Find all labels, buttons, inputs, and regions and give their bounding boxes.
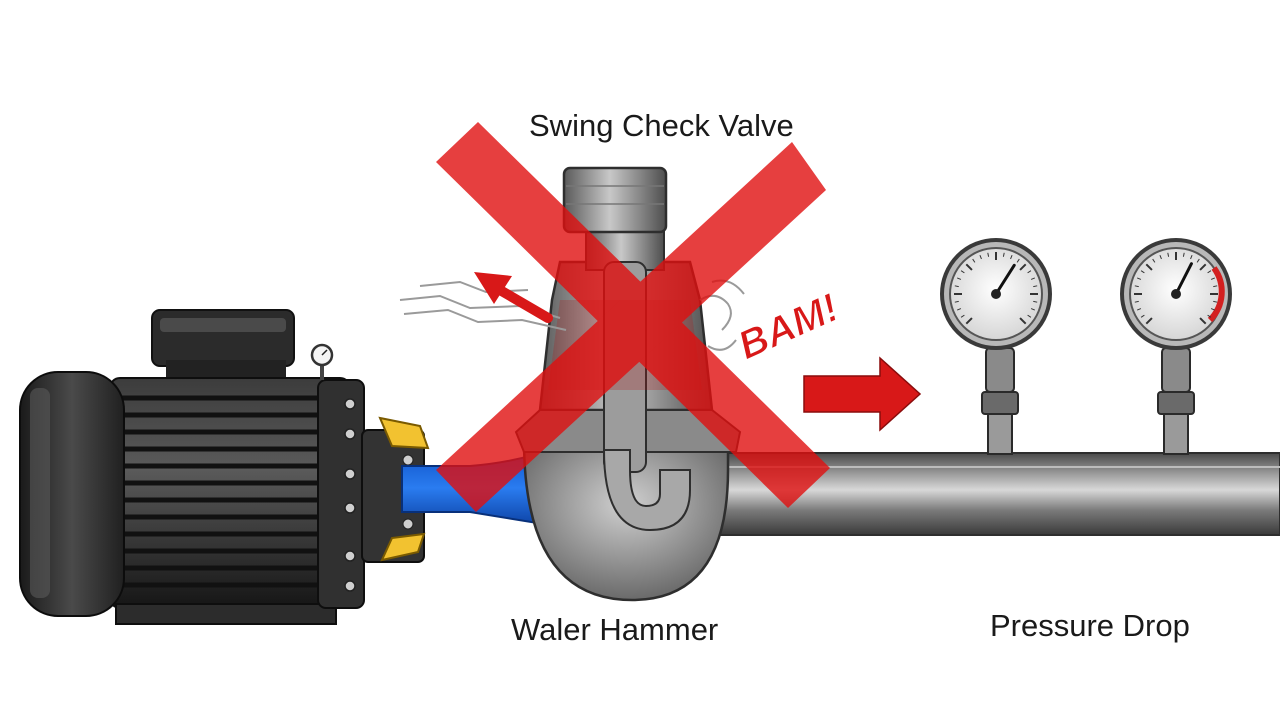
gauge-2-danger-arc [1207,266,1225,323]
gauge-tick [1207,314,1212,318]
gauge-2-needle [1174,262,1193,296]
gauge-tick [957,277,962,280]
gauge-tick [1140,314,1145,318]
prohibition-x-icon [436,122,830,512]
flow-arrow-icon [803,356,922,432]
impact-text: BAM! [732,286,845,369]
gauge-tick [1145,317,1153,325]
main-pipe [639,452,1280,536]
gauge-tick [1196,258,1200,263]
gauge-tick [954,300,959,303]
gauge-tick [979,255,982,260]
gauge-tick [1030,277,1035,280]
gauge-tick [1207,270,1212,274]
gauge-tick [1213,300,1218,303]
flange-bolts [344,398,356,592]
gauge-tick [965,317,973,325]
gauge-tick [957,308,962,311]
gauge-tick [1002,252,1005,257]
gauge-tick [1019,317,1027,325]
gauge-tick [972,258,976,263]
backflow-arrow-icon [474,272,553,323]
yellow-fitting-bottom [380,532,426,562]
motor-gauge-icon [310,343,334,380]
gauge-tick [1134,300,1139,303]
gauge-1-needle [994,263,1016,296]
pump-housing [361,416,430,563]
gauge-tick [1016,258,1020,263]
gauge-tick [1159,255,1162,260]
gauge-tick [960,314,965,318]
valve-label: Swing Check Valve [529,108,794,143]
gauge-tick [1182,252,1185,257]
gauge-tick [960,270,965,274]
gauge-tick [1033,300,1038,303]
gauge-tick [1027,270,1032,274]
gauge-tick [1137,277,1142,280]
gauge-tick [1152,258,1156,263]
pressure-gauge-2 [1120,238,1232,455]
yellow-fitting-top [378,416,430,450]
gauge-tick [1027,314,1032,318]
gauge-tick [965,263,973,271]
gauge-tick [1210,308,1215,311]
pressure-gauge-1 [940,238,1052,455]
gauge-tick [1199,263,1207,271]
gauge-2-ticks [1134,252,1218,325]
gauge-tick [1167,252,1170,257]
gauge-tick [1030,308,1035,311]
electric-motor [19,309,365,625]
pressure-drop-label: Pressure Drop [990,608,1190,643]
gauge-tick [1140,270,1145,274]
cooling-fins [118,395,342,588]
gauge-tick [1199,317,1207,325]
gauge-tick [1137,308,1142,311]
water-hammer-label: Waler Hammer [511,612,719,647]
gauge-tick [954,285,959,288]
gauge-tick [1190,255,1193,260]
gauge-tick [1010,255,1013,260]
gauge-1-ticks [954,252,1038,325]
gauge-tick [1210,277,1215,280]
gauge-tick [1033,285,1038,288]
gauge-tick [1019,263,1027,271]
gauge-tick [1134,285,1139,288]
gauge-tick [987,252,990,257]
gauge-tick [1213,285,1218,288]
gauge-tick [1145,263,1153,271]
